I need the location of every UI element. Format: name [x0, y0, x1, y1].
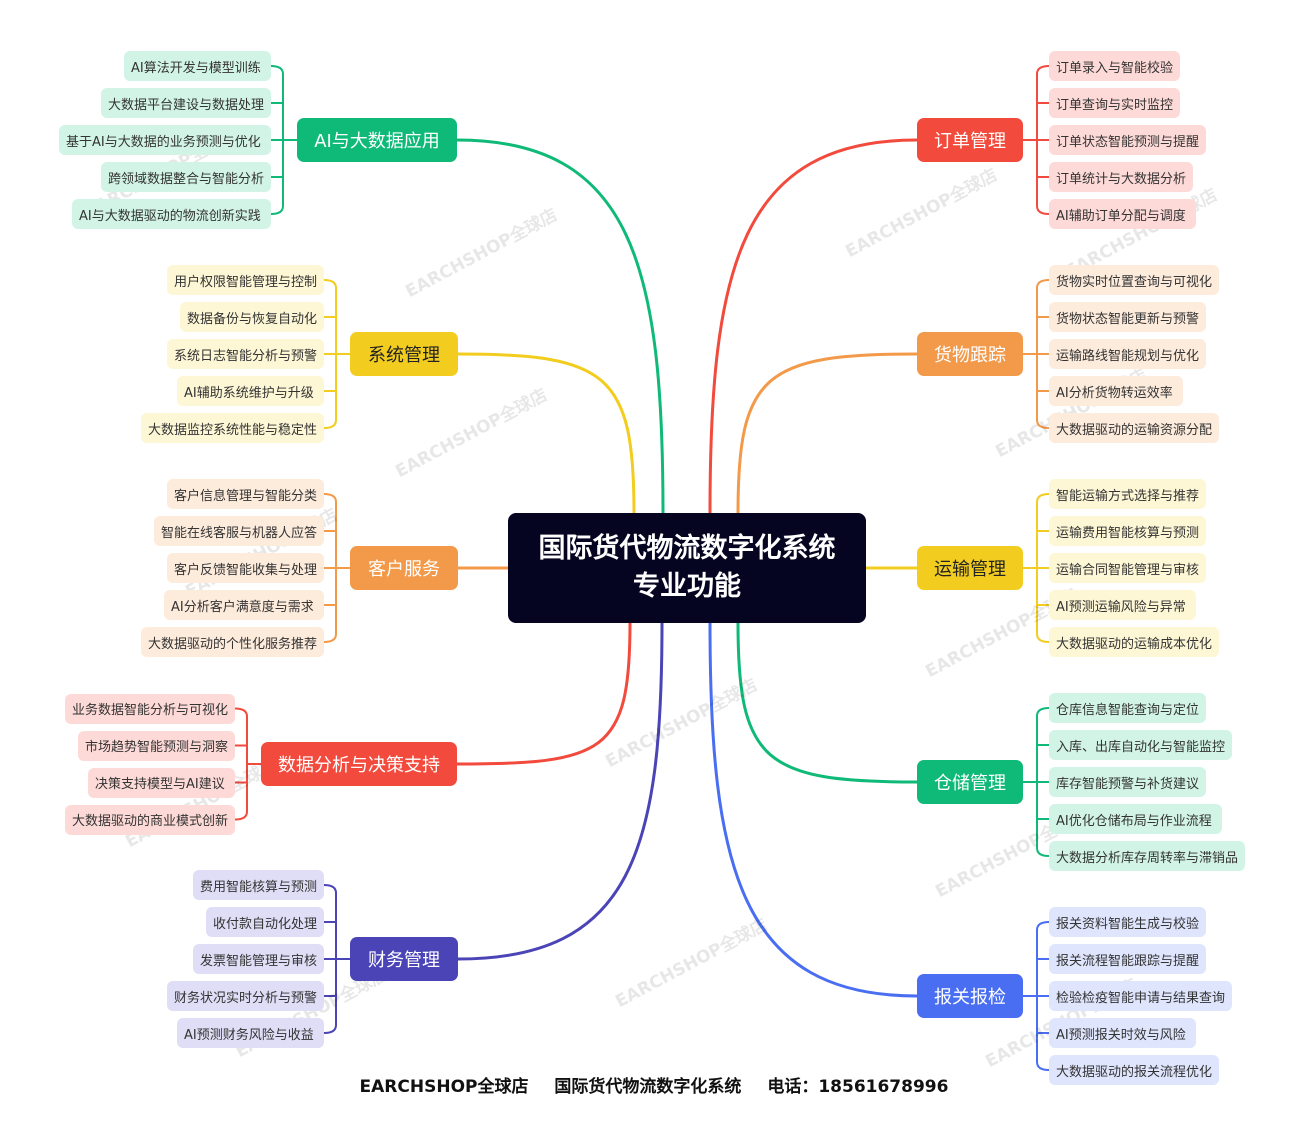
- leaf-track[interactable]: AI分析货物转运效率: [1049, 376, 1183, 406]
- branch-ai[interactable]: AI与大数据应用: [297, 118, 457, 162]
- leaf-trans[interactable]: 运输费用智能核算与预测: [1049, 516, 1206, 546]
- leaf-sys[interactable]: 大数据监控系统性能与稳定性: [141, 413, 324, 443]
- branch-connector-order: [708, 138, 919, 515]
- leaf-customs[interactable]: 报关流程智能跟踪与提醒: [1049, 944, 1206, 974]
- leaf-order[interactable]: 订单状态智能预测与提醒: [1049, 125, 1206, 155]
- central-topic: 国际货代物流数字化系统专业功能: [508, 513, 866, 623]
- branch-sys[interactable]: 系统管理: [350, 332, 458, 376]
- branch-order[interactable]: 订单管理: [917, 118, 1023, 162]
- leaf-cust[interactable]: 客户反馈智能收集与处理: [167, 553, 324, 583]
- leaf-store[interactable]: 入库、出库自动化与智能监控: [1049, 730, 1232, 760]
- leaf-sys[interactable]: 系统日志智能分析与预警: [167, 339, 324, 369]
- leaf-trans[interactable]: AI预测运输风险与异常: [1049, 590, 1196, 620]
- leaf-ai[interactable]: 跨领域数据整合与智能分析: [101, 162, 271, 192]
- branch-connector-ai: [455, 138, 665, 515]
- leaf-trans[interactable]: 智能运输方式选择与推荐: [1049, 479, 1206, 509]
- leaf-ai[interactable]: 基于AI与大数据的业务预测与优化: [59, 125, 271, 155]
- branch-connector-store: [736, 621, 919, 784]
- leaf-trans[interactable]: 大数据驱动的运输成本优化: [1049, 627, 1219, 657]
- bracket-line-data: [234, 707, 248, 821]
- leaf-fin[interactable]: AI预测财务风险与收益: [177, 1018, 324, 1048]
- leaf-customs[interactable]: AI预测报关时效与风险: [1049, 1018, 1196, 1048]
- branch-trans[interactable]: 运输管理: [917, 546, 1023, 590]
- leaf-order[interactable]: 订单录入与智能校验: [1049, 51, 1180, 81]
- leaf-track[interactable]: 大数据驱动的运输资源分配: [1049, 413, 1219, 443]
- leaf-trans[interactable]: 运输合同智能管理与审核: [1049, 553, 1206, 583]
- leaf-data[interactable]: 业务数据智能分析与可视化: [65, 693, 235, 724]
- footer-phone: 电话：18561678996: [767, 1077, 949, 1097]
- leaf-cust[interactable]: 客户信息管理与智能分类: [167, 479, 324, 509]
- leaf-track[interactable]: 货物实时位置查询与可视化: [1049, 265, 1219, 295]
- leaf-fin[interactable]: 发票智能管理与审核: [193, 944, 324, 974]
- leaf-customs[interactable]: 检验检疫智能申请与结果查询: [1049, 981, 1232, 1011]
- leaf-store[interactable]: 库存智能预警与补货建议: [1049, 767, 1206, 797]
- leaf-customs[interactable]: 大数据驱动的报关流程优化: [1049, 1055, 1219, 1085]
- leaf-fin[interactable]: 费用智能核算与预测: [193, 870, 324, 900]
- leaf-ai[interactable]: AI与大数据驱动的物流创新实践: [72, 199, 271, 229]
- branch-data[interactable]: 数据分析与决策支持: [261, 742, 457, 786]
- branch-track[interactable]: 货物跟踪: [917, 332, 1023, 376]
- leaf-data[interactable]: 大数据驱动的商业模式创新: [65, 804, 235, 835]
- leaf-cust[interactable]: 大数据驱动的个性化服务推荐: [141, 627, 324, 657]
- branch-customs[interactable]: 报关报检: [917, 974, 1023, 1018]
- leaf-order[interactable]: AI辅助订单分配与调度: [1049, 199, 1196, 229]
- leaf-track[interactable]: 运输路线智能规划与优化: [1049, 339, 1206, 369]
- leaf-order[interactable]: 订单统计与大数据分析: [1049, 162, 1193, 192]
- leaf-store[interactable]: AI优化仓储布局与作业流程: [1049, 804, 1222, 834]
- footer-brand: EARCHSHOP全球店: [359, 1077, 529, 1097]
- leaf-ai[interactable]: AI算法开发与模型训练: [124, 51, 271, 81]
- leaf-data[interactable]: 市场趋势智能预测与洞察: [78, 730, 235, 761]
- leaf-track[interactable]: 货物状态智能更新与预警: [1049, 302, 1206, 332]
- leaf-sys[interactable]: 用户权限智能管理与控制: [167, 265, 324, 295]
- branch-connector-sys: [456, 352, 636, 515]
- footer-system: 国际货代物流数字化系统: [554, 1077, 742, 1097]
- leaf-ai[interactable]: 大数据平台建设与数据处理: [101, 88, 271, 118]
- footer: EARCHSHOP全球店 国际货代物流数字化系统 电话：18561678996: [0, 1072, 1308, 1097]
- leaf-order[interactable]: 订单查询与实时监控: [1049, 88, 1180, 118]
- leaf-sys[interactable]: AI辅助系统维护与升级: [177, 376, 324, 406]
- leaf-data[interactable]: 决策支持模型与AI建议: [88, 767, 235, 798]
- leaf-cust[interactable]: AI分析客户满意度与需求: [164, 590, 324, 620]
- branch-connector-data: [455, 621, 632, 766]
- leaf-cust[interactable]: 智能在线客服与机器人应答: [154, 516, 324, 546]
- leaf-store[interactable]: 大数据分析库存周转率与滞销品: [1049, 841, 1245, 871]
- branch-cust[interactable]: 客户服务: [350, 546, 458, 590]
- branch-connector-customs: [708, 621, 919, 998]
- leaf-customs[interactable]: 报关资料智能生成与校验: [1049, 907, 1206, 937]
- branch-connector-fin: [456, 621, 664, 961]
- leaf-fin[interactable]: 收付款自动化处理: [206, 907, 324, 937]
- leaf-store[interactable]: 仓库信息智能查询与定位: [1049, 693, 1206, 723]
- branch-fin[interactable]: 财务管理: [350, 937, 458, 981]
- leaf-fin[interactable]: 财务状况实时分析与预警: [167, 981, 324, 1011]
- branch-store[interactable]: 仓储管理: [917, 760, 1023, 804]
- leaf-sys[interactable]: 数据备份与恢复自动化: [180, 302, 324, 332]
- branch-connector-track: [736, 352, 919, 515]
